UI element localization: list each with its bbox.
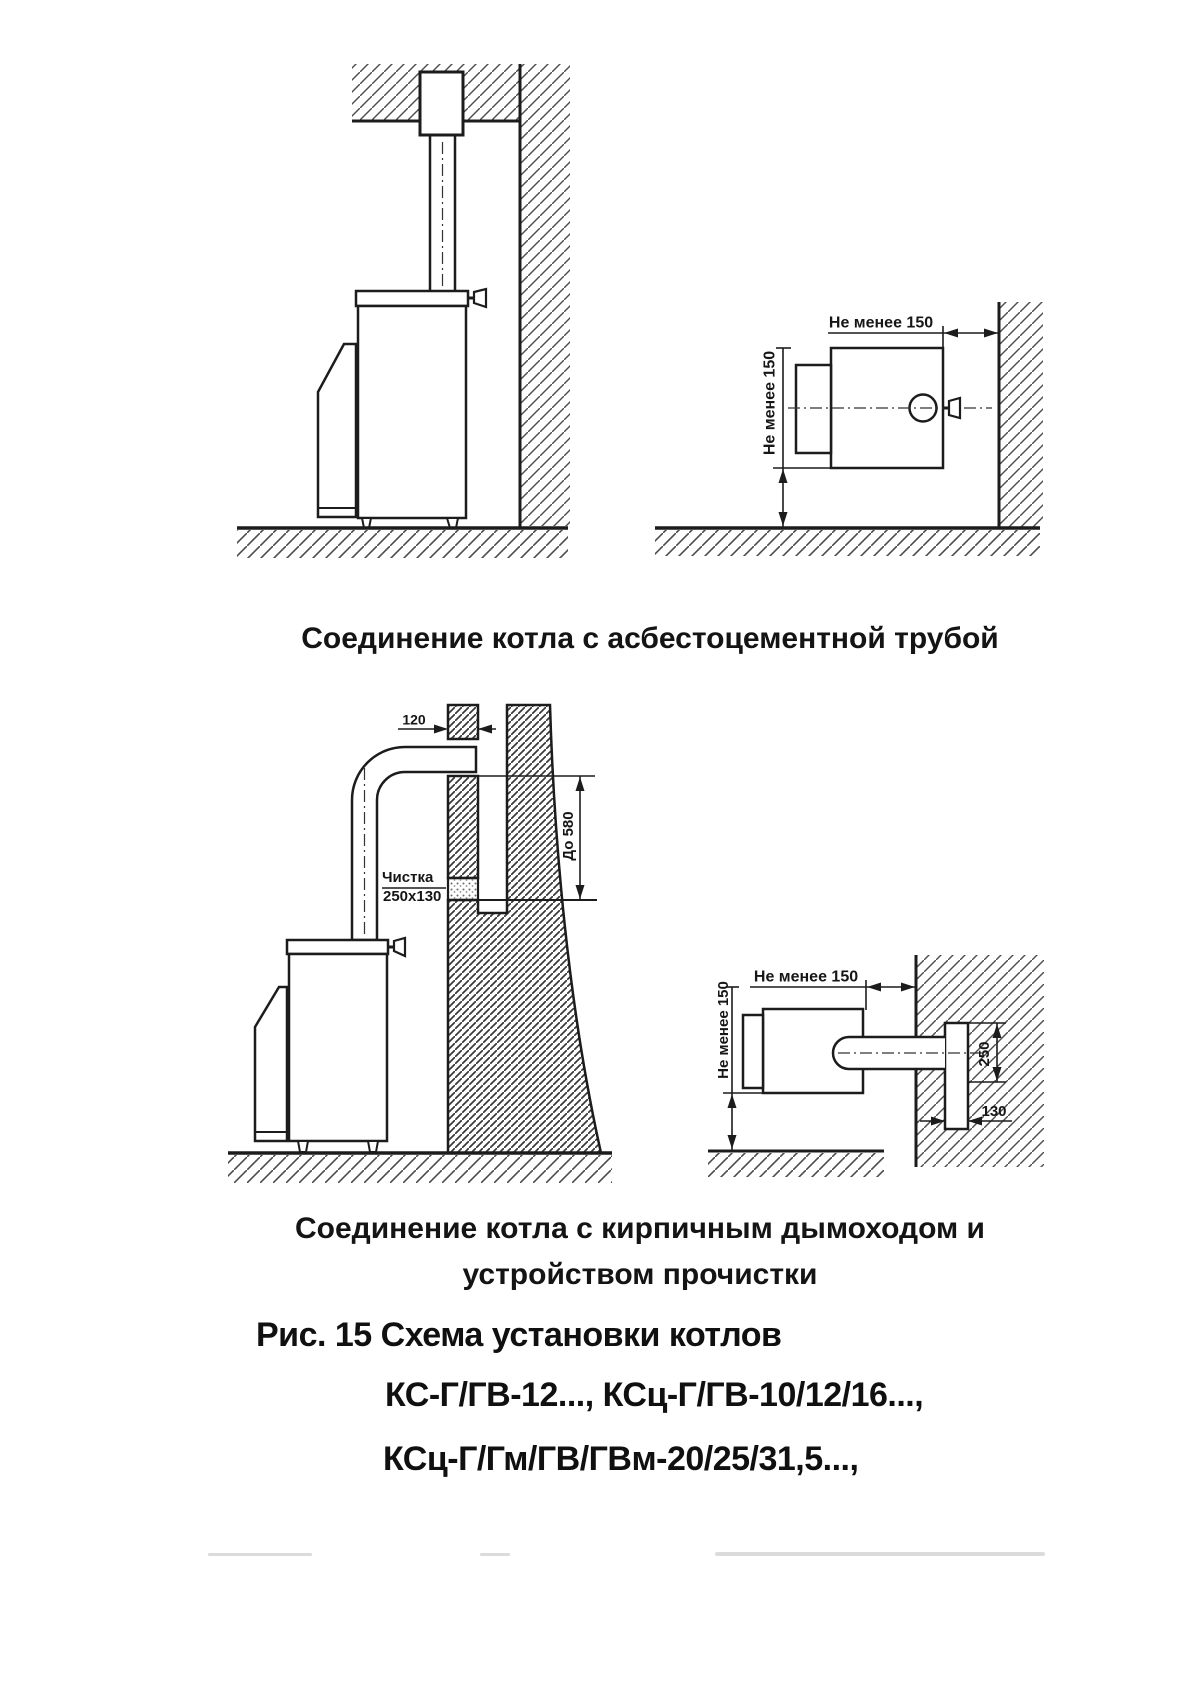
dim-label-top-plan-side-distance: Не менее 150 [761,350,779,456]
boiler-body [356,304,468,520]
floor-hatch [655,530,1040,556]
caption-asbestos-pipe: Соединение котла с асбестоцементной труб… [301,622,999,655]
dim-label-flue-depth-580: До 580 [560,811,578,861]
figure-title-line1: Рис. 15 Схема установки котлов [256,1316,782,1354]
valve-handle [472,287,488,309]
figure-title-line3: КСц-Г/Гм/ГВ/ГВм-20/25/31,5..., [383,1440,859,1478]
floor-hatch [237,530,568,558]
diagram-asbestos-plan-view [655,302,1043,556]
wall-hatch [999,302,1043,528]
dim-label-channel-width-130: 130 [981,1103,1007,1121]
chimney-mass [446,703,603,1155]
cleanout-label-line2: 250х130 [383,888,442,905]
flue-channel [943,1021,970,1131]
figure-title-line2: КС-Г/ГВ-12..., КСц-Г/ГВ-10/12/16..., [385,1376,924,1414]
caption-brick-chimney-line2: устройством прочистки [462,1258,818,1291]
diagram-brick-side-view [228,703,612,1183]
dim-label-bottom-plan-wall-distance: Не менее 150 [753,968,859,986]
dim-label-bottom-plan-side-distance: Не менее 150 [715,981,733,1079]
boiler-top-band [285,938,390,956]
burner-cover [253,985,289,1143]
scan-artifact [715,1552,1045,1556]
diagram-asbestos-side-view [237,64,570,558]
boiler-body [287,952,389,1143]
burner-plan [741,1013,765,1090]
diagram-brick-plan-view [708,955,1044,1177]
burner-cover [316,342,358,519]
scan-artifact [480,1553,510,1556]
cleanout-label-line1: Чистка [382,869,434,886]
wall-hatch [520,64,570,526]
cleanout-opening [446,876,480,902]
chimney-front-wall [446,774,480,880]
pipe-collar [418,70,465,137]
dim-label-top-plan-wall-distance: Не менее 150 [828,314,934,332]
dim-label-channel-height-250: 250 [976,1041,994,1067]
scan-artifact [208,1553,312,1556]
floor-hatch [228,1155,612,1183]
chimney-front-block [446,703,480,741]
connecting-pipe [350,745,478,942]
boiler-top-band [354,289,470,308]
valve-handle [947,396,962,420]
valve-handle [392,936,407,958]
dim-label-chimney-wall-120: 120 [402,711,426,728]
floor-hatch [708,1153,884,1177]
caption-brick-chimney-line1: Соединение котла с кирпичным дымоходом и [294,1212,985,1245]
burner-plan [794,363,833,455]
